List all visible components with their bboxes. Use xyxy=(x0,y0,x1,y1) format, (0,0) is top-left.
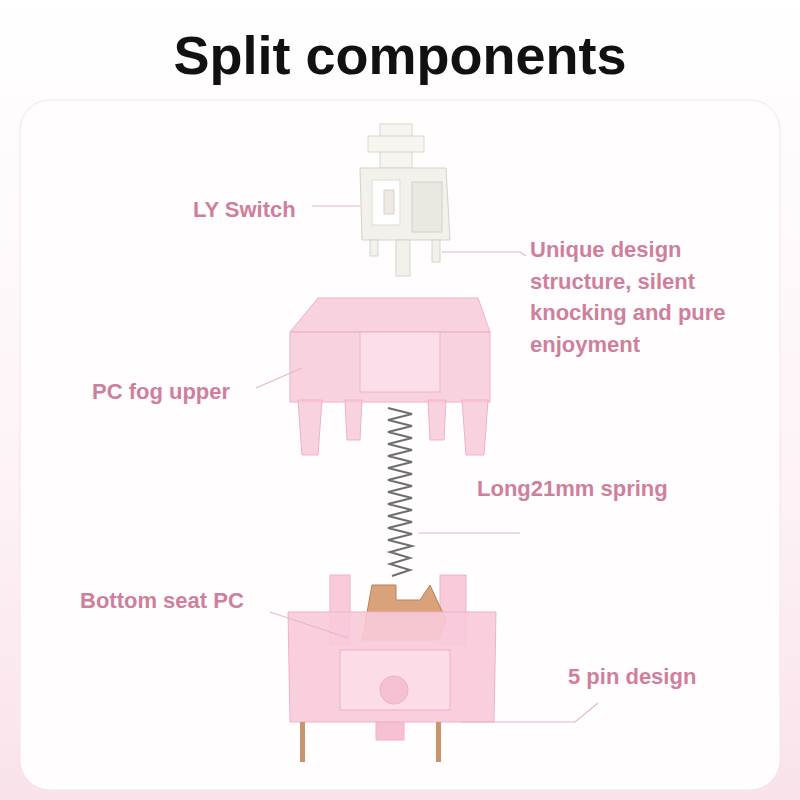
part-label: Bottom seat PC xyxy=(80,585,280,617)
part-label: 5 pin design xyxy=(568,661,748,693)
bottom-housing xyxy=(288,575,496,762)
part-label: PC fog upper xyxy=(92,376,282,408)
part-label: Long21mm spring xyxy=(477,473,717,505)
part-label: LY Switch xyxy=(193,194,323,226)
panel xyxy=(20,100,780,790)
spring xyxy=(388,408,412,576)
stem-part xyxy=(360,124,450,276)
feature-note: Unique design structure, silent knocking… xyxy=(530,234,770,360)
page-title: Split components xyxy=(0,24,800,86)
